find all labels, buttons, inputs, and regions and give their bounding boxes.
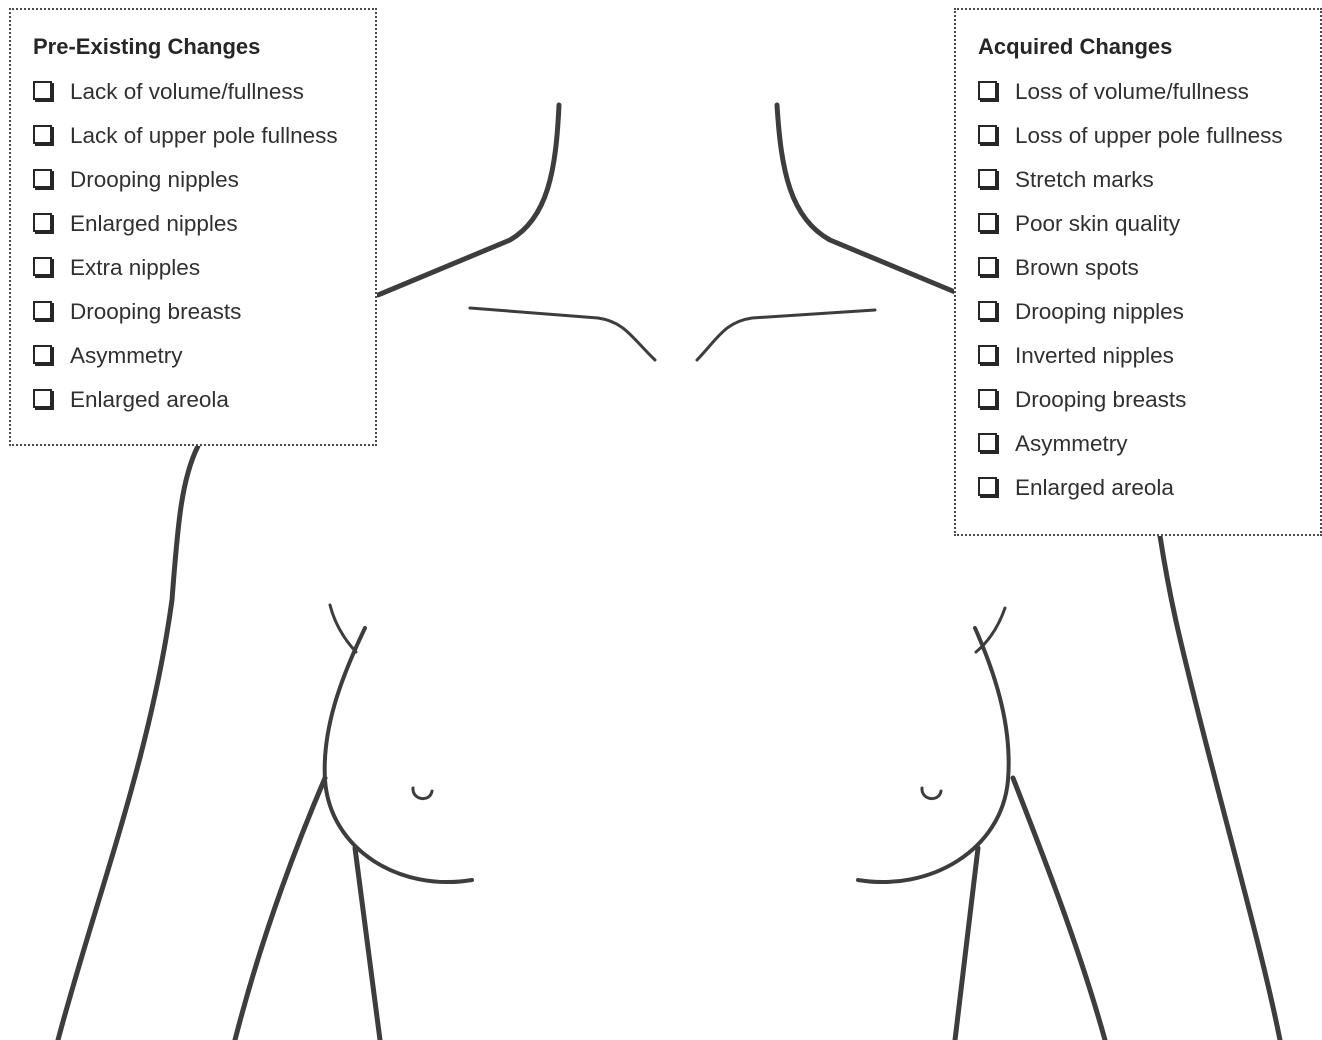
- pre-existing-item[interactable]: Asymmetry: [33, 334, 375, 378]
- acquired-changes-title: Acquired Changes: [978, 34, 1320, 60]
- check-item-label: Drooping nipples: [1015, 299, 1184, 325]
- check-item-label: Enlarged nipples: [70, 211, 238, 237]
- checkbox-icon[interactable]: [978, 257, 997, 276]
- left-arm-outer: [58, 446, 198, 1040]
- check-item-label: Enlarged areola: [70, 387, 229, 413]
- check-item-label: Enlarged areola: [1015, 475, 1174, 501]
- left-arm-inner: [235, 778, 325, 1040]
- checkbox-icon[interactable]: [978, 81, 997, 100]
- right-breast-outline: [858, 628, 1009, 882]
- torso-left-side: [355, 848, 380, 1040]
- pre-existing-item[interactable]: Drooping nipples: [33, 158, 375, 202]
- check-item-label: Drooping breasts: [70, 299, 241, 325]
- acquired-item[interactable]: Enlarged areola: [978, 466, 1320, 510]
- acquired-changes-panel: Acquired Changes Loss of volume/fullness…: [954, 8, 1322, 536]
- checkbox-icon[interactable]: [33, 125, 52, 144]
- neck-left-line: [378, 105, 559, 295]
- right-arm-outer: [1160, 536, 1280, 1040]
- left-nipple: [413, 788, 432, 799]
- acquired-item[interactable]: Asymmetry: [978, 422, 1320, 466]
- check-item-label: Asymmetry: [70, 343, 183, 369]
- checkbox-icon[interactable]: [978, 213, 997, 232]
- pre-existing-item[interactable]: Enlarged areola: [33, 378, 375, 422]
- neck-right-line: [777, 105, 955, 292]
- torso-right-side: [955, 848, 978, 1040]
- checkbox-icon[interactable]: [33, 169, 52, 188]
- acquired-item[interactable]: Inverted nipples: [978, 334, 1320, 378]
- left-breast-outline: [325, 628, 472, 882]
- checkbox-icon[interactable]: [33, 301, 52, 320]
- check-item-label: Drooping breasts: [1015, 387, 1186, 413]
- right-nipple: [922, 788, 941, 799]
- pre-existing-changes-panel: Pre-Existing Changes Lack of volume/full…: [9, 8, 377, 446]
- check-item-label: Inverted nipples: [1015, 343, 1174, 369]
- checkbox-icon[interactable]: [978, 389, 997, 408]
- checkbox-icon[interactable]: [978, 477, 997, 496]
- check-item-label: Loss of volume/fullness: [1015, 79, 1249, 105]
- pre-existing-item[interactable]: Enlarged nipples: [33, 202, 375, 246]
- check-item-label: Drooping nipples: [70, 167, 239, 193]
- checkbox-icon[interactable]: [33, 345, 52, 364]
- checkbox-icon[interactable]: [33, 81, 52, 100]
- check-item-label: Brown spots: [1015, 255, 1139, 281]
- pre-existing-changes-list: Lack of volume/fullness Lack of upper po…: [33, 70, 375, 422]
- acquired-item[interactable]: Loss of volume/fullness: [978, 70, 1320, 114]
- check-item-label: Asymmetry: [1015, 431, 1128, 457]
- acquired-changes-list: Loss of volume/fullness Loss of upper po…: [978, 70, 1320, 510]
- pre-existing-item[interactable]: Extra nipples: [33, 246, 375, 290]
- acquired-item[interactable]: Poor skin quality: [978, 202, 1320, 246]
- checkbox-icon[interactable]: [33, 257, 52, 276]
- acquired-item[interactable]: Loss of upper pole fullness: [978, 114, 1320, 158]
- check-item-label: Extra nipples: [70, 255, 200, 281]
- acquired-item[interactable]: Drooping breasts: [978, 378, 1320, 422]
- checkbox-icon[interactable]: [978, 125, 997, 144]
- check-item-label: Stretch marks: [1015, 167, 1154, 193]
- checkbox-icon[interactable]: [33, 213, 52, 232]
- pre-existing-item[interactable]: Lack of volume/fullness: [33, 70, 375, 114]
- collarbone-left: [470, 308, 655, 360]
- checkbox-icon[interactable]: [978, 301, 997, 320]
- check-item-label: Lack of upper pole fullness: [70, 123, 338, 149]
- armpit-left-crease: [330, 605, 356, 652]
- acquired-item[interactable]: Stretch marks: [978, 158, 1320, 202]
- collarbone-right: [697, 310, 875, 360]
- check-item-label: Loss of upper pole fullness: [1015, 123, 1283, 149]
- acquired-item[interactable]: Brown spots: [978, 246, 1320, 290]
- pre-existing-changes-title: Pre-Existing Changes: [33, 34, 375, 60]
- right-arm-inner: [1013, 778, 1105, 1040]
- checkbox-icon[interactable]: [978, 433, 997, 452]
- pre-existing-item[interactable]: Lack of upper pole fullness: [33, 114, 375, 158]
- check-item-label: Poor skin quality: [1015, 211, 1180, 237]
- pre-existing-item[interactable]: Drooping breasts: [33, 290, 375, 334]
- checkbox-icon[interactable]: [978, 345, 997, 364]
- check-item-label: Lack of volume/fullness: [70, 79, 304, 105]
- acquired-item[interactable]: Drooping nipples: [978, 290, 1320, 334]
- checkbox-icon[interactable]: [33, 389, 52, 408]
- checkbox-icon[interactable]: [978, 169, 997, 188]
